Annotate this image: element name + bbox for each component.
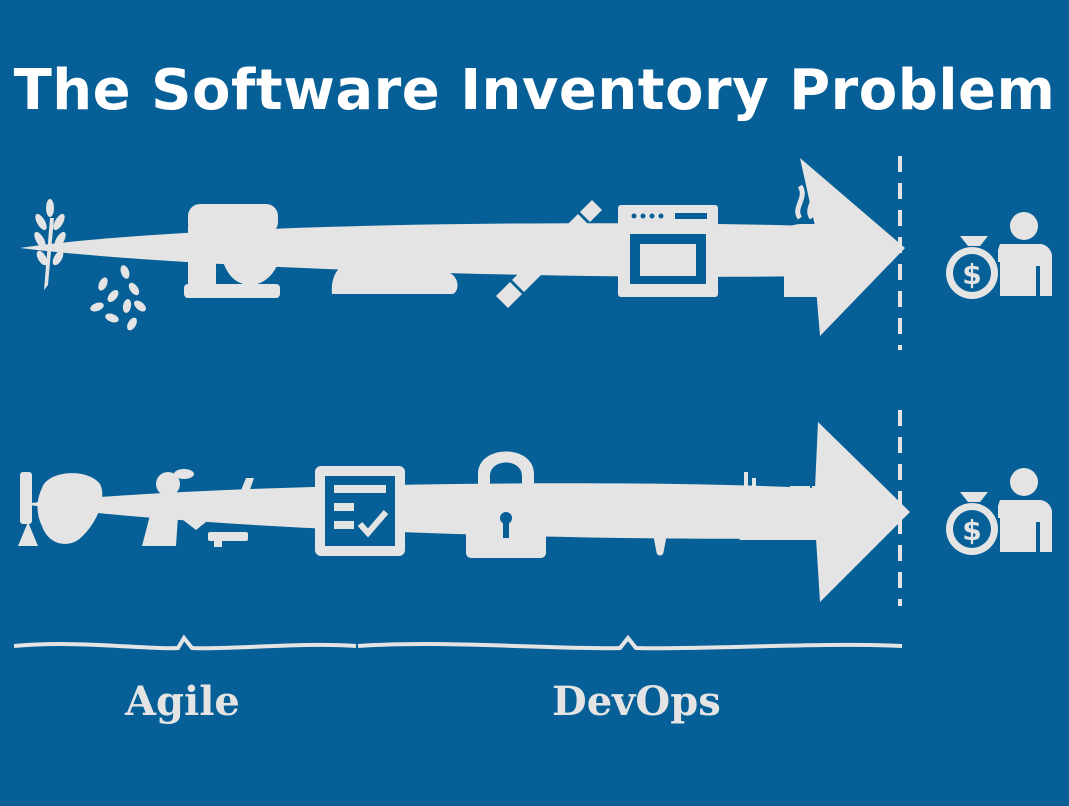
- currency-symbol: $: [962, 258, 981, 291]
- bread-pipeline-row: $: [20, 156, 1052, 350]
- page-title: The Software Inventory Problem: [13, 58, 1056, 123]
- devops-label: DevOps: [552, 678, 721, 725]
- pipeline-arrow: [20, 158, 905, 336]
- padlock-icon: [466, 451, 546, 558]
- seeds-icon: [90, 265, 146, 331]
- container-ship-icon: [728, 472, 884, 540]
- devops-brace: [357, 634, 903, 651]
- rolling-pin-icon: [496, 200, 602, 308]
- software-pipeline-row: $: [18, 410, 1052, 606]
- agile-brace: [13, 634, 357, 651]
- customer-money-icon: $: [946, 468, 1052, 555]
- oven-icon: [618, 205, 718, 297]
- dough-icon: [331, 240, 458, 294]
- wheat-icon: [34, 199, 66, 290]
- stand-mixer-icon: [184, 204, 282, 298]
- checklist-icon: [315, 466, 405, 556]
- customer-money-icon: $: [946, 212, 1052, 299]
- developer-desk-icon: [142, 469, 254, 547]
- heartbeat-icon: [586, 484, 712, 556]
- currency-symbol: $: [962, 514, 981, 547]
- bread-loaf-icon: [777, 184, 846, 297]
- idea-brain-icon: [18, 472, 103, 546]
- agile-label: Agile: [125, 678, 240, 725]
